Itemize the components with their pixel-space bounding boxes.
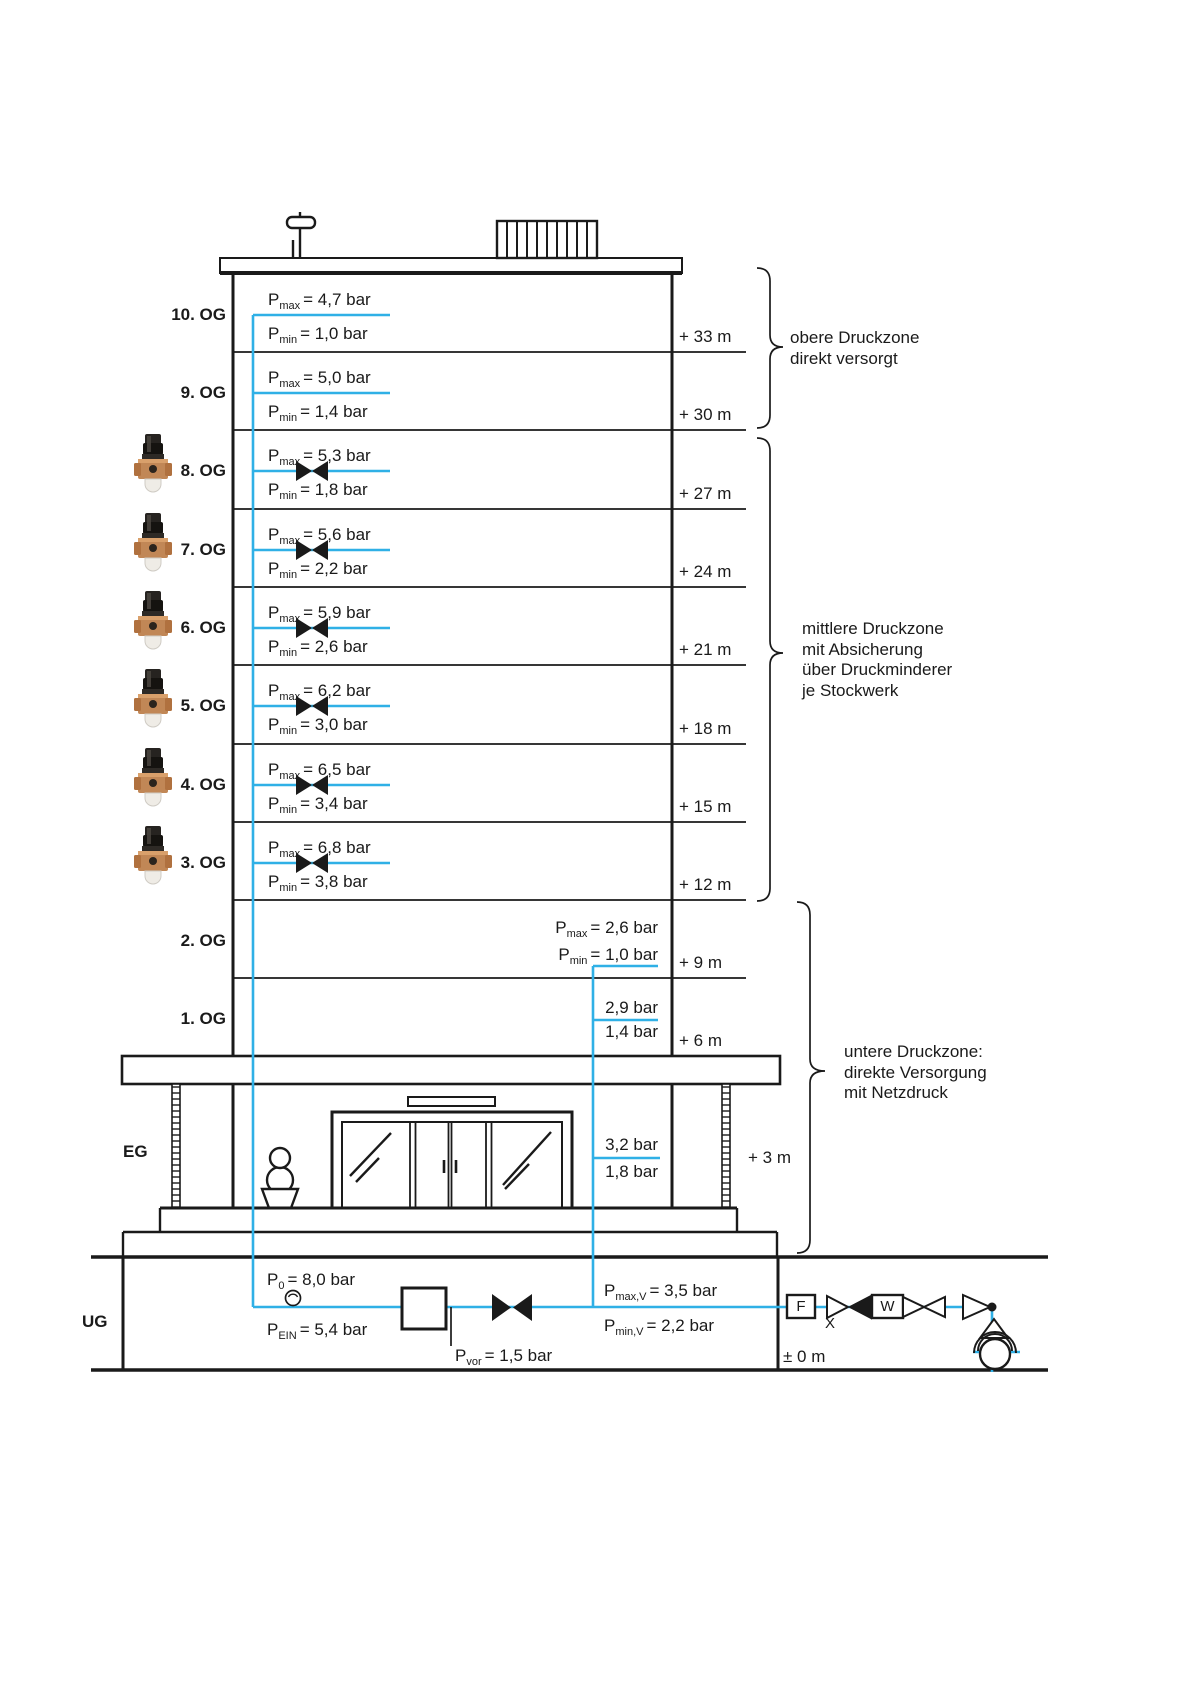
pressure-min-label: Pmin= 1,0 bar [558,945,658,967]
pressure-pminv-label: Pmin,V= 2,2 bar [604,1316,715,1338]
floor-label: 7. OG [180,540,226,559]
pressure-min-label: Pmin= 1,0 bar [268,324,368,346]
pressure-min-label: 1,8 bar [605,1162,658,1181]
pressure-min-label: Pmin= 1,8 bar [268,480,368,502]
height-label: + 12 m [679,875,732,894]
floor-label: 2. OG [180,931,226,950]
door-sign [407,1096,496,1107]
floor-label: 4. OG [180,775,226,794]
pressure-min-label: Pmin= 3,8 bar [268,872,368,894]
pressure-max-label: 3,2 bar [605,1135,658,1154]
floor-label: EG [123,1142,148,1161]
floor-label: 10. OG [171,305,226,324]
pressure-pvor-label: Pvor= 1,5 bar [455,1346,553,1368]
gate-valve-icon [902,1295,946,1319]
pressure-min-label: Pmin= 3,0 bar [268,715,368,737]
height-label: + 3 m [748,1148,791,1167]
height-label: ± 0 m [783,1347,826,1366]
pressure-max-label: Pmax= 6,2 bar [268,681,371,703]
antenna-icon [285,212,317,258]
pressure-max-label: Pmax= 4,7 bar [268,290,371,312]
water-meter-label: W [880,1298,895,1315]
height-label: + 21 m [679,640,732,659]
building-outline [91,212,1048,1372]
height-tick-lines [672,351,746,979]
column-right [721,1083,731,1209]
pressure-pmaxv-label: Pmax,V= 3,5 bar [604,1281,718,1303]
canopy-slab [120,1054,782,1086]
pressure-p0-label: P0= 8,0 bar [267,1270,356,1292]
fittings [284,461,1017,1371]
plant-icon [260,1146,300,1210]
brace-middle-zone [756,437,784,902]
pressure-min-label: Pmin= 2,6 bar [268,637,368,659]
pressure-max-label: Pmax= 2,6 bar [555,918,658,940]
floor-label: 3. OG [180,853,226,872]
pressure-max-label: Pmax= 5,0 bar [268,368,371,390]
pressure-min-label: Pmin= 2,2 bar [268,559,368,581]
height-label: + 30 m [679,405,732,424]
zone-annotation-lower: untere Druckzone: direkte Versorgung mit… [844,1042,987,1102]
height-label: + 6 m [679,1031,722,1050]
pressure-max-label: 2,9 bar [605,998,658,1017]
pressure-min-label: Pmin= 1,4 bar [268,402,368,424]
filter-box [785,1293,817,1320]
shutoff-valve-icon [492,1294,532,1321]
roof-railing [495,219,599,260]
entrance-door [330,1096,574,1210]
height-label: + 18 m [679,719,732,738]
supply-connection-icon [962,1293,1017,1371]
strainer-box [400,1286,448,1331]
pressure-reducer-icons [133,433,173,885]
floor-label: 5. OG [180,696,226,715]
kfr-valve-icon [826,1294,872,1320]
pressure-min-label: 1,4 bar [605,1022,658,1041]
gauge-icon [284,1289,302,1307]
drain-valve-label: X [824,1315,835,1332]
floor-label: 9. OG [180,383,226,402]
floor-label: UG [82,1312,108,1331]
zone-annotation-middle: mittlere Druckzone mit Absicherung über … [802,619,953,700]
floor-label: 8. OG [180,461,226,480]
pressure-pein-label: PEIN= 5,4 bar [267,1320,368,1342]
pressure-reducing-valve-icon [296,461,328,873]
pressure-min-label: Pmin= 3,4 bar [268,794,368,816]
pressure-max-label: Pmax= 5,9 bar [268,603,371,625]
column-left [171,1083,181,1209]
height-label: + 15 m [679,797,732,816]
floor-label: 1. OG [180,1009,226,1028]
pressure-max-label: Pmax= 6,5 bar [268,760,371,782]
pressure-max-label: Pmax= 6,8 bar [268,838,371,860]
filter-label: F [796,1298,806,1315]
height-label: + 27 m [679,484,732,503]
zone-braces [756,267,826,1254]
brace-upper-zone [756,267,784,429]
pressure-max-label: Pmax= 5,6 bar [268,525,371,547]
brace-lower-zone [796,901,826,1254]
height-label: + 24 m [679,562,732,581]
pressure-max-label: Pmax= 5,3 bar [268,446,371,468]
floor-label: 6. OG [180,618,226,637]
height-label: + 33 m [679,327,732,346]
height-label: + 9 m [679,953,722,972]
zone-annotation-upper: obere Druckzone direkt versorgt [790,328,920,368]
floor-lines [233,351,672,979]
